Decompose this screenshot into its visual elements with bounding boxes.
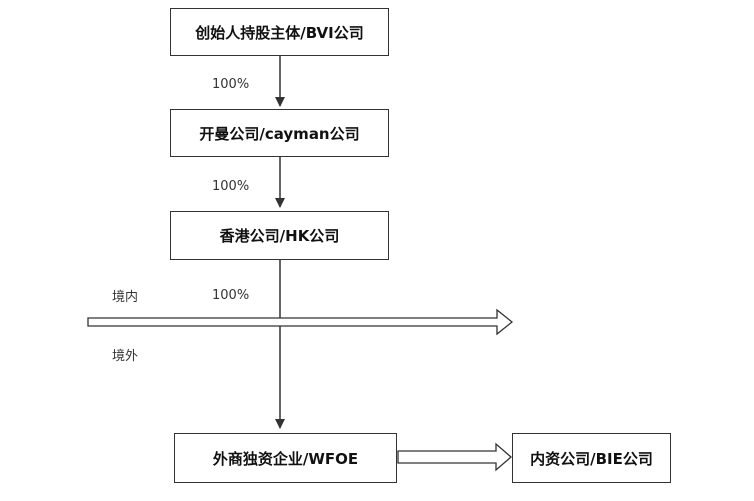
region-label-outside: 境外	[112, 349, 139, 364]
wfoe-node-label: 外商独资企业/WFOE	[212, 449, 359, 468]
ownership-label-cayman-hk: 100%	[212, 179, 250, 194]
bie-node: 内资公司/BIE公司	[512, 433, 671, 483]
hk-node: 香港公司/HK公司	[170, 211, 389, 260]
region-label-inside: 境内	[112, 290, 139, 305]
ownership-label-founder-cayman: 100%	[212, 77, 250, 92]
hollow-arrow-wfoe-to-bie	[397, 442, 512, 472]
founder-bvi-node-label: 创始人持股主体/BVI公司	[195, 23, 364, 42]
founder-bvi-node: 创始人持股主体/BVI公司	[170, 8, 389, 56]
wfoe-node: 外商独资企业/WFOE	[174, 433, 397, 483]
cayman-node: 开曼公司/cayman公司	[170, 109, 389, 157]
ownership-label-hk-wfoe: 100%	[212, 288, 250, 303]
cayman-node-label: 开曼公司/cayman公司	[199, 124, 360, 143]
hk-node-label: 香港公司/HK公司	[219, 227, 340, 245]
bie-node-label: 内资公司/BIE公司	[530, 449, 653, 468]
border-hollow-arrow	[87, 308, 514, 336]
